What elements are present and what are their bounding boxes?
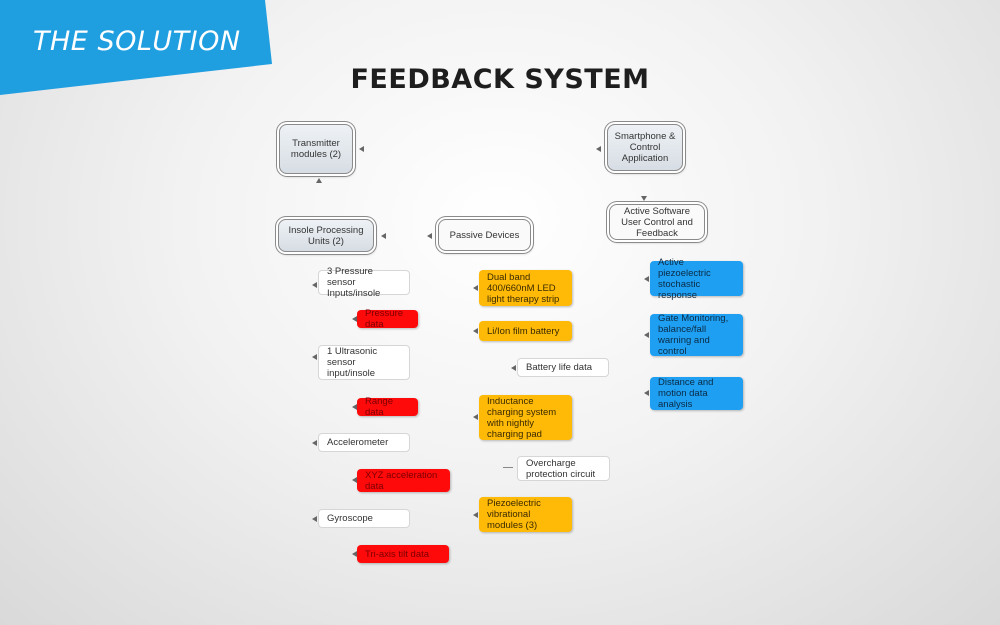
insole-item-xyz-data: XYZ acceleration data [357,469,450,492]
arrow-left-icon [352,316,357,322]
arrow-left-icon [473,328,478,334]
insole-item-gyroscope: Gyroscope [318,509,410,528]
insole-item-pressure-sensor: 3 Pressure sensor Inputs/insole [318,266,410,299]
active-item-stochastic: Active piezoelectric stochastic response [650,257,743,301]
arrow-left-icon [359,146,364,152]
insole-item-accelerometer: Accelerometer [318,433,410,452]
arrow-left-icon [473,414,478,420]
arrow-left-icon [352,551,357,557]
arrow-left-icon [473,285,478,291]
arrow-left-icon [644,332,649,338]
arrow-left-icon [511,365,516,371]
arrow-left-icon [352,477,357,483]
passive-item-battery: Li/Ion film battery [479,321,572,341]
arrow-left-icon [312,282,317,288]
arrow-left-icon [644,390,649,396]
arrow-left-icon [473,512,478,518]
arrow-left-icon [381,233,386,239]
passive-item-inductance-charging: Inductance charging system with nightly … [479,395,572,440]
transmitter-modules-node: Transmitter modules (2) [279,124,353,174]
arrow-left-icon [312,354,317,360]
active-item-gate-monitoring: Gate Monitoring, balance/fall warning an… [650,313,743,357]
arrow-left-icon [644,276,649,282]
connector-line [503,467,513,468]
arrow-up-icon [316,178,322,183]
insole-item-tilt-data: Tri-axis tilt data [357,545,449,563]
insole-item-pressure-data: Pressure data [357,308,418,330]
passive-devices-node: Passive Devices [438,219,531,251]
passive-item-battery-life: Battery life data [517,358,609,377]
insole-item-ultrasonic-sensor: 1 Ultrasonic sensor input/insole [318,345,410,380]
insole-item-range-data: Range data [357,396,418,418]
passive-item-overcharge: Overcharge protection circuit [517,456,610,481]
arrow-left-icon [596,146,601,152]
passive-item-led-strip: Dual band 400/660nM LED light therapy st… [479,270,572,306]
arrow-left-icon [312,440,317,446]
passive-item-piezo-modules: Piezoelectric vibrational modules (3) [479,497,572,532]
smartphone-app-node: Smartphone & Control Application [607,124,683,171]
arrow-down-icon [641,196,647,201]
active-item-motion-analysis: Distance and motion data analysis [650,377,743,410]
arrow-left-icon [312,516,317,522]
arrow-left-icon [427,233,432,239]
insole-processing-node: Insole Processing Units (2) [278,219,374,252]
section-banner-text: THE SOLUTION [33,26,241,57]
arrow-left-icon [352,404,357,410]
active-software-node: Active Software User Control and Feedbac… [609,204,705,240]
page-title: FEEDBACK SYSTEM [350,64,650,95]
